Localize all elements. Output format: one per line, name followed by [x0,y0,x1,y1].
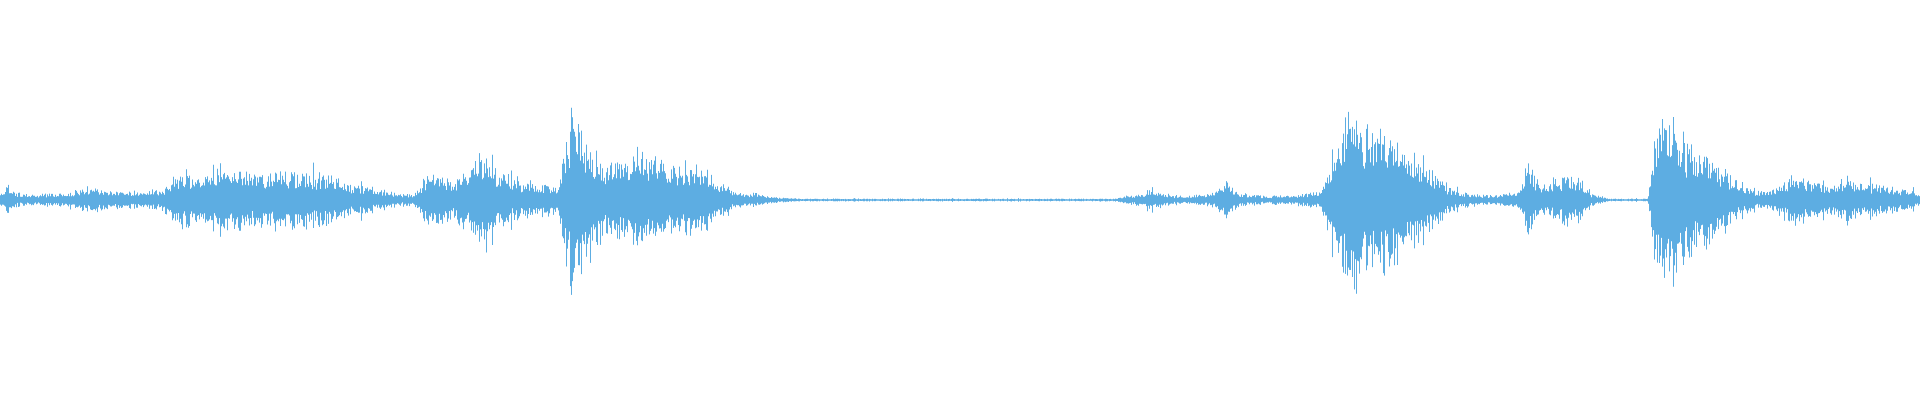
waveform-trace [0,107,1920,295]
waveform-samples [0,107,1920,295]
